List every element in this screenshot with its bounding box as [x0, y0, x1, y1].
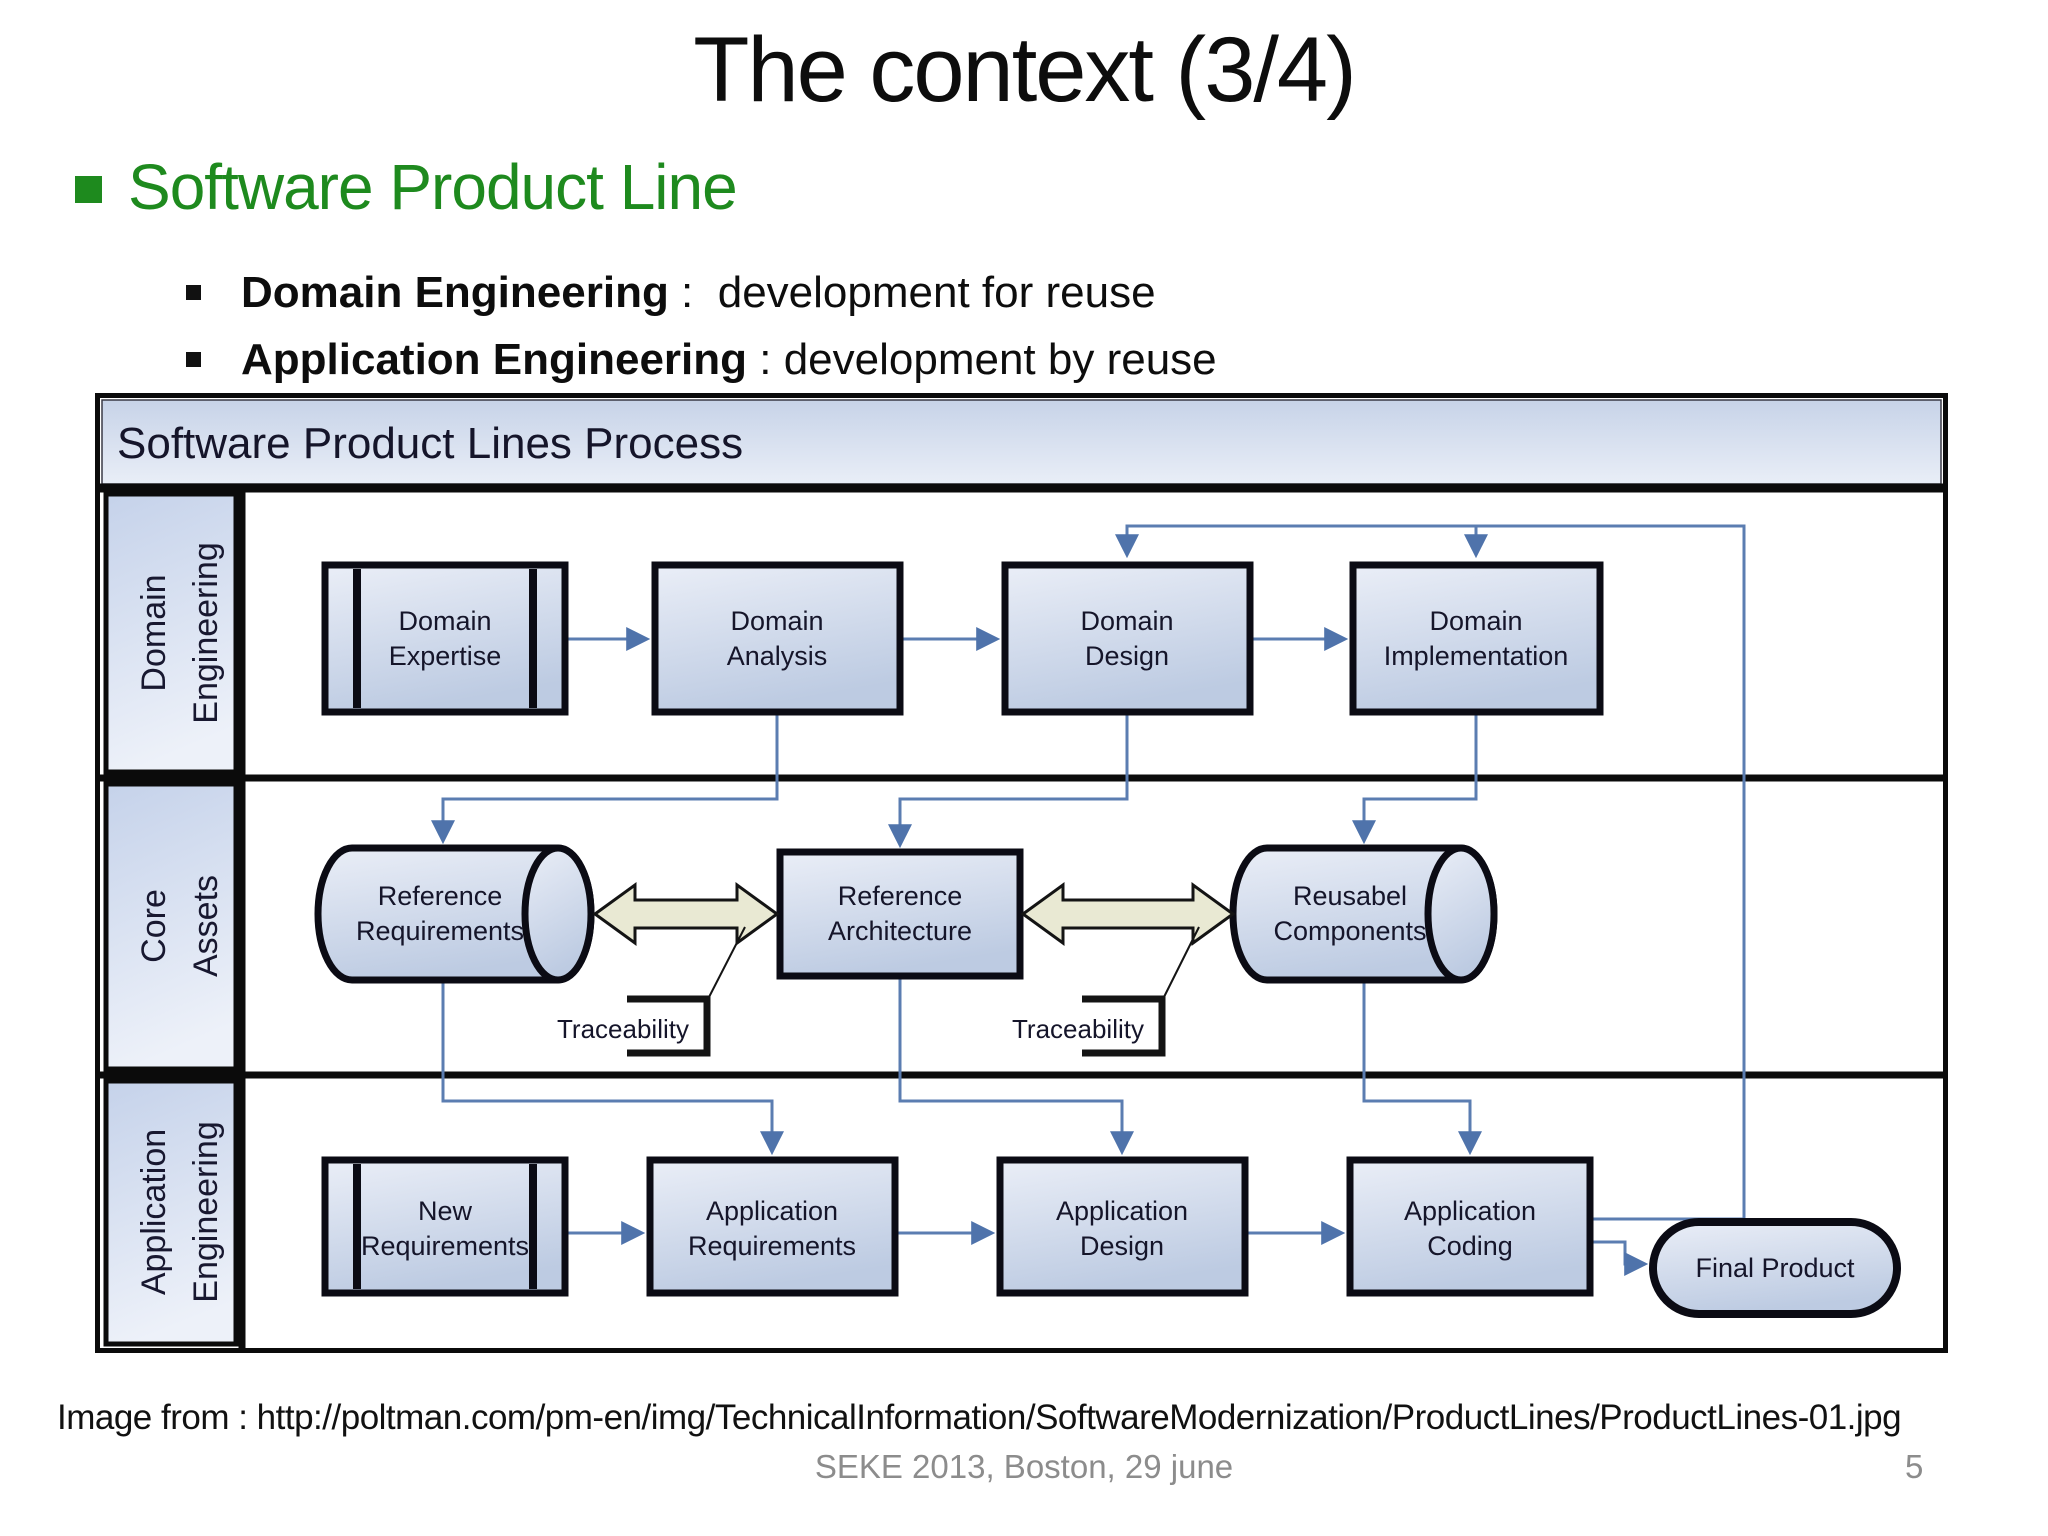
node-label: Implementation — [1384, 641, 1569, 671]
lane-label-domain-engineering — [103, 491, 239, 775]
node-application-requirements: Application Requirements — [646, 1156, 899, 1297]
node-domain-design: Domain Design — [1001, 561, 1254, 716]
arrow-reusable-to-app-coding — [1362, 980, 1482, 1156]
node-label: Reusabel — [1293, 881, 1407, 911]
traceability-label: Traceability — [557, 1014, 689, 1044]
lane-label-text: Application — [135, 1129, 173, 1295]
black-bullet-icon — [186, 285, 201, 300]
node-label: Final Product — [1695, 1253, 1855, 1283]
node-label: Design — [1080, 1231, 1164, 1261]
lane-label-text: Assets — [187, 875, 225, 977]
sub-bullet-rest: : development for reuse — [668, 268, 1156, 317]
footer-text: SEKE 2013, Boston, 29 june — [814, 1448, 1234, 1485]
sub-bullet-text: Domain Engineering : development for reu… — [241, 268, 1156, 318]
page-number: 5 — [1905, 1448, 1924, 1485]
traceability-annotation-2: Traceability — [1012, 926, 1200, 1057]
arrow-coding-to-final-product — [1590, 1240, 1649, 1276]
node-reference-architecture: Reference Architecture — [776, 848, 1024, 980]
node-reusable-components: Reusabel Components — [1229, 844, 1498, 984]
lane-label-text: Engineering — [187, 542, 225, 723]
node-label: Requirements — [688, 1231, 856, 1261]
lane-label-text: Core — [135, 889, 173, 963]
node-final-product: Final Product — [1649, 1218, 1901, 1318]
node-label: Application — [1056, 1196, 1188, 1226]
main-bullet-label: Software Product Line — [128, 151, 738, 223]
arrow-analysis-to-ref-requirements — [431, 712, 779, 845]
node-reference-requirements: Reference Requirements — [314, 844, 595, 984]
lane-label-text: Domain — [135, 574, 173, 691]
node-application-coding: Application Coding — [1346, 1156, 1594, 1297]
node-label: Domain — [1429, 606, 1522, 636]
node-application-design: Application Design — [996, 1156, 1249, 1297]
node-label: Analysis — [727, 641, 828, 671]
main-bullet: Software Product Line — [75, 150, 738, 224]
sub-bullet-rest: : development by reuse — [747, 335, 1217, 384]
lane-label-text: Engineering — [187, 1121, 225, 1302]
node-label: Domain — [398, 606, 491, 636]
arrow-ref-requirements-to-app-requirements — [441, 980, 784, 1156]
diagram-header-title: Software Product Lines Process — [117, 419, 743, 468]
node-new-requirements: New Requirements — [321, 1156, 569, 1297]
double-arrow-architecture-components — [1020, 882, 1236, 946]
process-diagram: Software Product Lines Process Domain En… — [95, 393, 1948, 1355]
image-source-caption: Image from : http://poltman.com/pm-en/im… — [57, 1398, 1902, 1437]
sub-bullet-term: Application Engineering — [241, 335, 748, 384]
node-label: Requirements — [356, 916, 524, 946]
black-bullet-icon — [186, 352, 201, 367]
node-label: Components — [1273, 916, 1426, 946]
green-bullet-icon — [75, 176, 102, 203]
node-label: Application — [706, 1196, 838, 1226]
node-domain-expertise: Domain Expertise — [321, 561, 569, 716]
arrow-implementation-to-reusable — [1352, 712, 1478, 845]
node-label: Requirements — [361, 1231, 529, 1261]
node-label: Reference — [378, 881, 503, 911]
traceability-label: Traceability — [1012, 1014, 1144, 1044]
diagram-header-bar — [101, 399, 1942, 485]
node-domain-analysis: Domain Analysis — [651, 561, 904, 716]
list-item: Application Engineering : development by… — [186, 335, 1217, 385]
list-item: Domain Engineering : development for reu… — [186, 268, 1217, 318]
node-domain-implementation: Domain Implementation — [1349, 561, 1604, 716]
arrow-ref-architecture-to-app-design — [898, 976, 1134, 1156]
sub-bullet-term: Domain Engineering — [241, 268, 669, 317]
node-label: Domain — [730, 606, 823, 636]
arrow-design-to-ref-architecture — [888, 712, 1129, 849]
page-title: The context (3/4) — [693, 19, 1356, 121]
node-label: Application — [1404, 1196, 1536, 1226]
node-label: Reference — [838, 881, 963, 911]
sub-bullet-text: Application Engineering : development by… — [241, 335, 1217, 385]
double-arrow-requirements-architecture — [592, 882, 780, 946]
node-label: Coding — [1427, 1231, 1513, 1261]
traceability-annotation-1: Traceability — [557, 926, 746, 1057]
node-label: New — [418, 1196, 473, 1226]
lane-label-application-engineering — [103, 1078, 239, 1347]
lane-label-core-assets — [103, 781, 239, 1072]
node-label: Domain — [1080, 606, 1173, 636]
sub-bullet-list: Domain Engineering : development for reu… — [186, 268, 1217, 402]
node-label: Architecture — [828, 916, 972, 946]
node-label: Expertise — [389, 641, 502, 671]
node-label: Design — [1085, 641, 1169, 671]
